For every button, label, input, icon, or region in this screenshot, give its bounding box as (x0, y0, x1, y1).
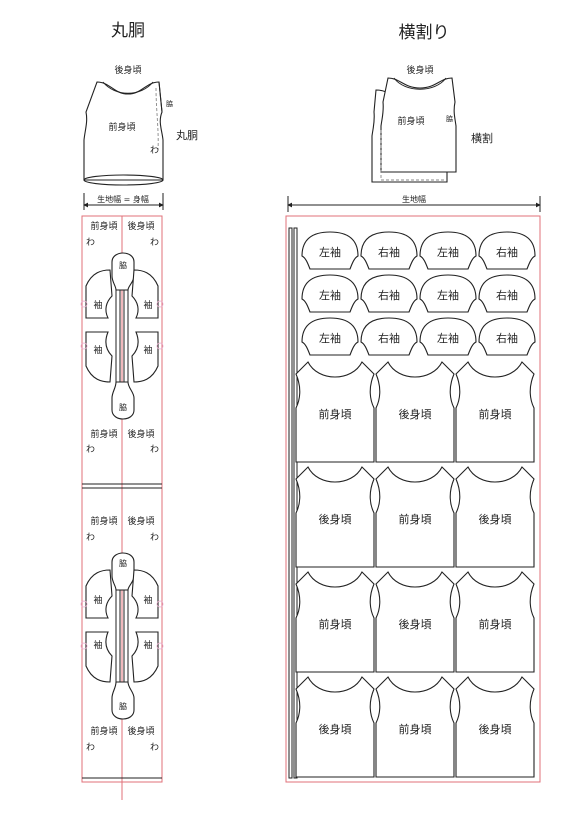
sleeve-piece-label: 右袖 (378, 331, 400, 345)
tube-layout-back-label: 後身頃 (127, 428, 154, 440)
tube-cutting-layout: 前身頃 後身頃 わ わ 脇 脇 袖 袖 袖 袖 前身頃 後身頃 わ わ (80, 215, 164, 800)
body-piece-label: 後身頃 (479, 722, 512, 736)
sleeve-piece (478, 317, 536, 356)
tube-layout-half-2: 前身頃 後身頃 わ わ 脇 脇 袖 袖 袖 袖 前身頃 後身頃 わ わ (80, 515, 164, 753)
body-piece (375, 571, 455, 673)
fabric-width-label-right: 生地幅 (402, 194, 426, 204)
sleeve-piece (301, 231, 359, 270)
sleeve-piece-label: 左袖 (319, 245, 341, 259)
sleeve-piece-label: 左袖 (319, 288, 341, 302)
sleeve-piece-label: 左袖 (437, 288, 459, 302)
tube-layout-fold-mark: わ (86, 532, 95, 543)
tube-layout-fold-mark: わ (150, 444, 159, 455)
sleeve-piece (360, 274, 418, 313)
body-piece (295, 676, 375, 778)
body-piece (455, 571, 535, 673)
sleeve-piece (301, 274, 359, 313)
title-marudo: 丸胴 (111, 21, 145, 41)
tube-layout-sleeve-label: 袖 (143, 299, 152, 311)
body-piece-label: 前身頃 (479, 407, 512, 421)
body-piece-label: 前身頃 (399, 512, 432, 526)
tube-layout-sleeve-label: 袖 (143, 344, 152, 356)
tube-side-small-label: 脇 (166, 100, 173, 108)
tube-layout-side-label: 脇 (119, 559, 127, 568)
body-piece-label: 後身頃 (319, 722, 352, 736)
tube-layout-front-label: 前身頃 (90, 220, 117, 232)
seam-back-label: 後身頃 (406, 64, 433, 76)
seam-side-small-label: 脇 (446, 115, 453, 123)
fabric-width-label-left: 生地幅 = 身幅 (97, 194, 149, 204)
sleeve-piece (419, 231, 477, 270)
tube-front-label: 前身頃 (108, 121, 135, 133)
body-piece-label: 後身頃 (399, 617, 432, 631)
sleeve-piece-label: 左袖 (437, 331, 459, 345)
body-piece-label: 前身頃 (479, 617, 512, 631)
tube-layout-sleeve-label: 袖 (93, 594, 102, 606)
sleeve-piece-label: 右袖 (378, 245, 400, 259)
body-piece-label: 前身頃 (399, 722, 432, 736)
sleeve-piece-label: 右袖 (378, 288, 400, 302)
sleeve-piece-label: 右袖 (496, 331, 518, 345)
sleeve-piece (360, 317, 418, 356)
sleeve-piece (419, 274, 477, 313)
body-piece (455, 361, 535, 463)
sleeve-piece (478, 274, 536, 313)
seam-side-label: 横割 (471, 131, 493, 145)
body-piece (375, 361, 455, 463)
tube-fold-mark: わ (150, 145, 159, 156)
body-piece-label: 後身頃 (399, 407, 432, 421)
body-piece (375, 466, 455, 568)
side-seam-cutting-layout: 左袖右袖左袖右袖左袖右袖左袖右袖左袖右袖左袖右袖前身頃後身頃前身頃後身頃前身頃後… (285, 215, 541, 783)
body-piece (455, 466, 535, 568)
body-piece-label: 前身頃 (319, 407, 352, 421)
tube-layout-fold-mark: わ (150, 742, 159, 753)
body-piece (455, 676, 535, 778)
side-seam-tank-illustration: 後身頃 前身頃 脇 横割 (371, 64, 493, 183)
tube-layout-front-label: 前身頃 (90, 515, 117, 527)
tube-layout-sleeve-label: 袖 (143, 639, 152, 651)
tube-layout-sleeve-label: 袖 (93, 344, 102, 356)
sleeve-piece-label: 左袖 (319, 331, 341, 345)
title-yokowari: 横割り (399, 23, 450, 43)
tube-layout-fold-mark: わ (150, 532, 159, 543)
body-piece-label: 前身頃 (319, 617, 352, 631)
tube-layout-fold-mark: わ (86, 742, 95, 753)
tube-layout-sleeve-label: 袖 (93, 639, 102, 651)
tube-layout-sleeve-label: 袖 (143, 594, 152, 606)
tube-layout-front-label: 前身頃 (90, 428, 117, 440)
sleeve-piece-label: 左袖 (437, 245, 459, 259)
sleeve-piece-label: 右袖 (496, 288, 518, 302)
sleeve-piece (360, 231, 418, 270)
tube-layout-fold-mark: わ (86, 444, 95, 455)
layout-pieces: 左袖右袖左袖右袖左袖右袖左袖右袖左袖右袖左袖右袖前身頃後身頃前身頃後身頃前身頃後… (295, 231, 536, 778)
tube-layout-fold-mark: わ (150, 237, 159, 248)
body-piece-label: 後身頃 (319, 512, 352, 526)
body-piece (375, 676, 455, 778)
tube-layout-side-label: 脇 (119, 261, 127, 270)
tube-layout-back-label: 後身頃 (127, 220, 154, 232)
sleeve-piece (419, 317, 477, 356)
body-piece (295, 571, 375, 673)
tube-layout-front-label: 前身頃 (90, 725, 117, 737)
tube-layout-back-label: 後身頃 (127, 515, 154, 527)
seam-front-label: 前身頃 (397, 115, 424, 127)
sleeve-piece (478, 231, 536, 270)
tube-layout-fold-mark: わ (86, 237, 95, 248)
tube-layout-sleeve-label: 袖 (93, 299, 102, 311)
tube-side-label: 丸胴 (176, 129, 198, 142)
tube-layout-half-1: 前身頃 後身頃 わ わ 脇 脇 袖 袖 袖 袖 前身頃 後身頃 わ わ (80, 220, 164, 455)
body-piece (295, 466, 375, 568)
sleeve-piece-label: 右袖 (496, 245, 518, 259)
body-piece-label: 後身頃 (479, 512, 512, 526)
tube-tank-illustration: 後身頃 前身頃 脇 わ 丸胴 (83, 64, 198, 186)
sleeve-piece (301, 317, 359, 356)
tube-back-label: 後身頃 (114, 64, 141, 76)
tube-layout-side-label: 脇 (119, 403, 127, 412)
body-piece (295, 361, 375, 463)
tube-layout-side-label: 脇 (119, 702, 127, 711)
tube-layout-back-label: 後身頃 (127, 725, 154, 737)
